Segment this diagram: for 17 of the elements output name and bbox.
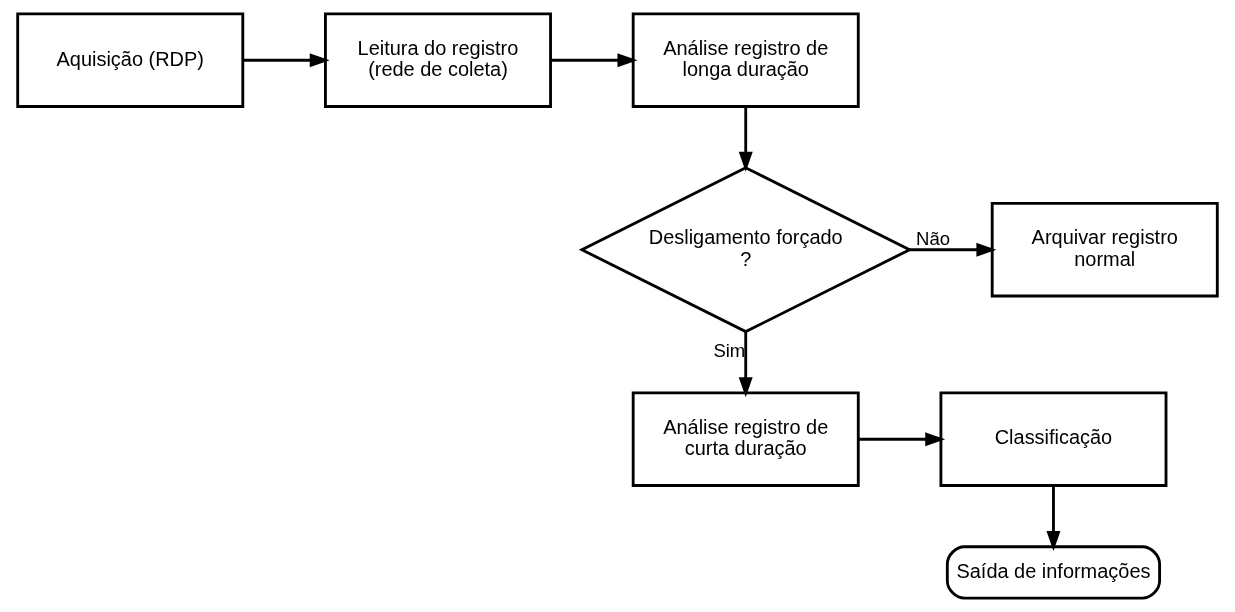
- arrow: [551, 53, 638, 68]
- node-box: Leitura do registro (rede de coleta): [324, 12, 552, 108]
- node-box: Análise registro de curta duração: [631, 391, 860, 487]
- arrow: [243, 53, 330, 68]
- arrow: [738, 106, 753, 172]
- node-box: Arquivar registro normal: [990, 202, 1219, 298]
- arrow: [738, 331, 753, 398]
- edge-label: Não: [916, 227, 951, 249]
- node-box: Aquisição (RDP): [16, 12, 245, 108]
- edge-label: Sim: [713, 340, 746, 362]
- node-box: Análise registro de longa duração: [631, 12, 860, 108]
- arrow: [858, 432, 946, 447]
- arrow: [909, 242, 997, 257]
- arrow: [1046, 485, 1061, 552]
- node-diamond: Desligamento forçado ?: [578, 166, 913, 334]
- node-box: Classificação: [939, 391, 1168, 487]
- node-box: Saída de informações: [945, 545, 1162, 600]
